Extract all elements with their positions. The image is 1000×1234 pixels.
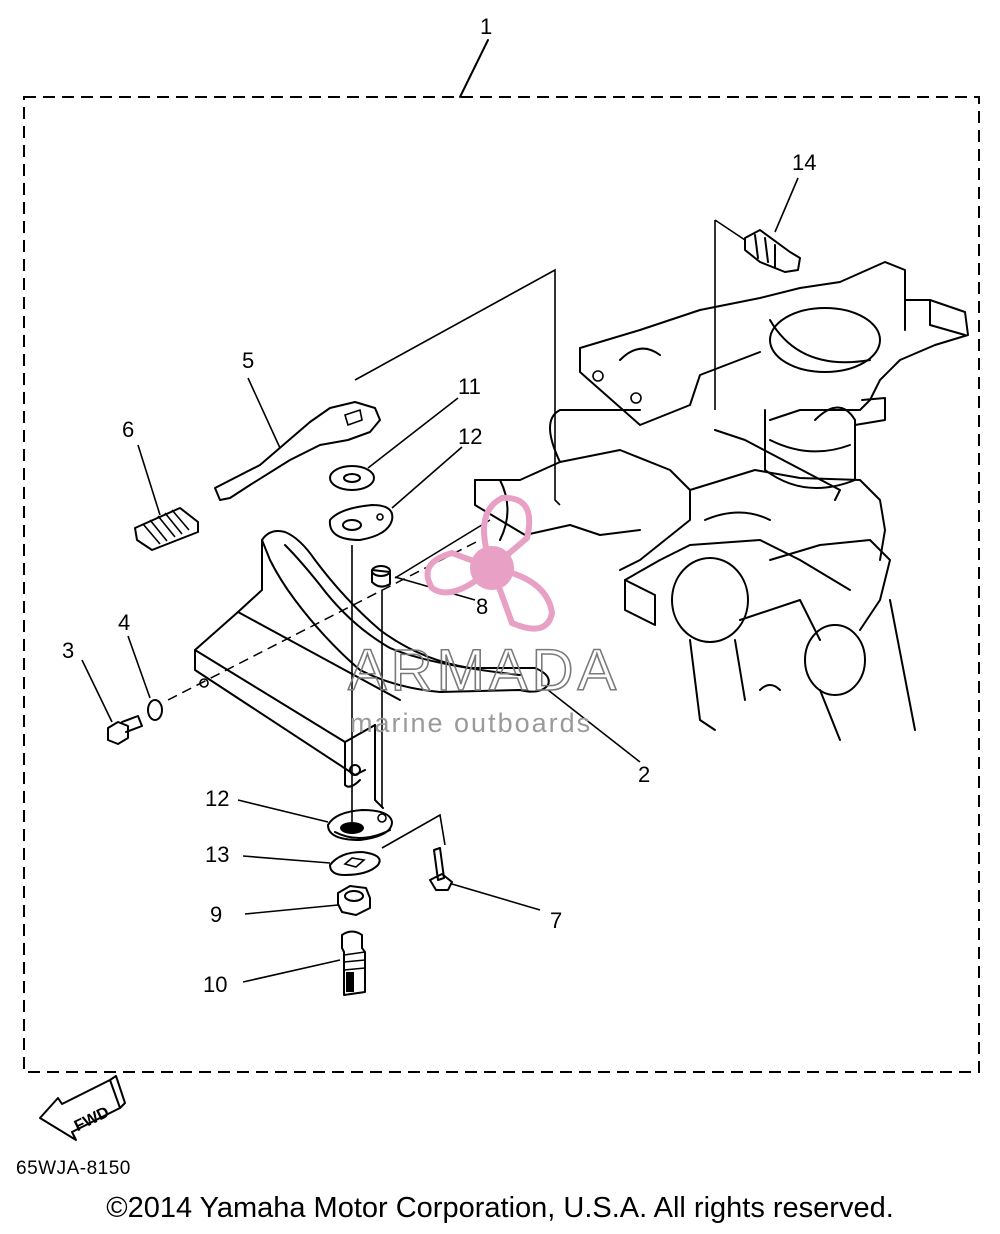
propeller-logo-icon bbox=[424, 494, 556, 632]
lock-washer-part bbox=[147, 699, 163, 721]
thin-plate-part bbox=[329, 851, 381, 876]
bolt-part bbox=[107, 715, 143, 745]
rod-part bbox=[341, 930, 366, 996]
callout-1: 1 bbox=[480, 14, 492, 39]
callout-2: 2 bbox=[638, 762, 650, 787]
callout-13: 13 bbox=[205, 842, 229, 867]
callout-14: 14 bbox=[792, 150, 816, 175]
plate-part bbox=[214, 401, 381, 501]
callout-11: 11 bbox=[458, 374, 481, 399]
callout-4: 4 bbox=[118, 610, 130, 635]
leader-line-1 bbox=[459, 39, 489, 98]
callout-5: 5 bbox=[242, 348, 254, 373]
forward-arrow-icon: FWD bbox=[39, 1075, 126, 1141]
watermark-title: ARMADA bbox=[348, 638, 620, 703]
armada-watermark: ARMADA marine outboards bbox=[347, 494, 620, 738]
assembly-boundary bbox=[23, 96, 980, 1073]
callout-3: 3 bbox=[62, 638, 74, 663]
swivel-bracket-assembly bbox=[354, 219, 969, 741]
screw-part bbox=[429, 847, 453, 891]
bushing-part bbox=[371, 565, 391, 588]
callout-6: 6 bbox=[122, 417, 134, 442]
grease-nipple-part bbox=[744, 229, 801, 273]
copyright-notice: ©2014 Yamaha Motor Corporation, U.S.A. A… bbox=[106, 1192, 894, 1224]
upper-washer-part bbox=[328, 504, 394, 541]
callout-8: 8 bbox=[476, 594, 488, 619]
callout-12-lower: 12 bbox=[205, 786, 229, 811]
callout-10: 10 bbox=[203, 972, 227, 997]
fwd-label: FWD bbox=[72, 1104, 112, 1135]
watermark-subtitle: marine outboards bbox=[350, 708, 592, 738]
callout-12-upper: 12 bbox=[458, 424, 482, 449]
washer-part bbox=[329, 465, 375, 491]
diagram-part-code: 65WJA-8150 bbox=[16, 1158, 131, 1179]
callout-7: 7 bbox=[550, 908, 562, 933]
trim-bracket-part bbox=[194, 530, 550, 809]
rubber-pad-part bbox=[134, 507, 199, 551]
lower-washer-part bbox=[327, 809, 393, 841]
callout-9: 9 bbox=[210, 902, 222, 927]
nut-part bbox=[337, 885, 371, 916]
